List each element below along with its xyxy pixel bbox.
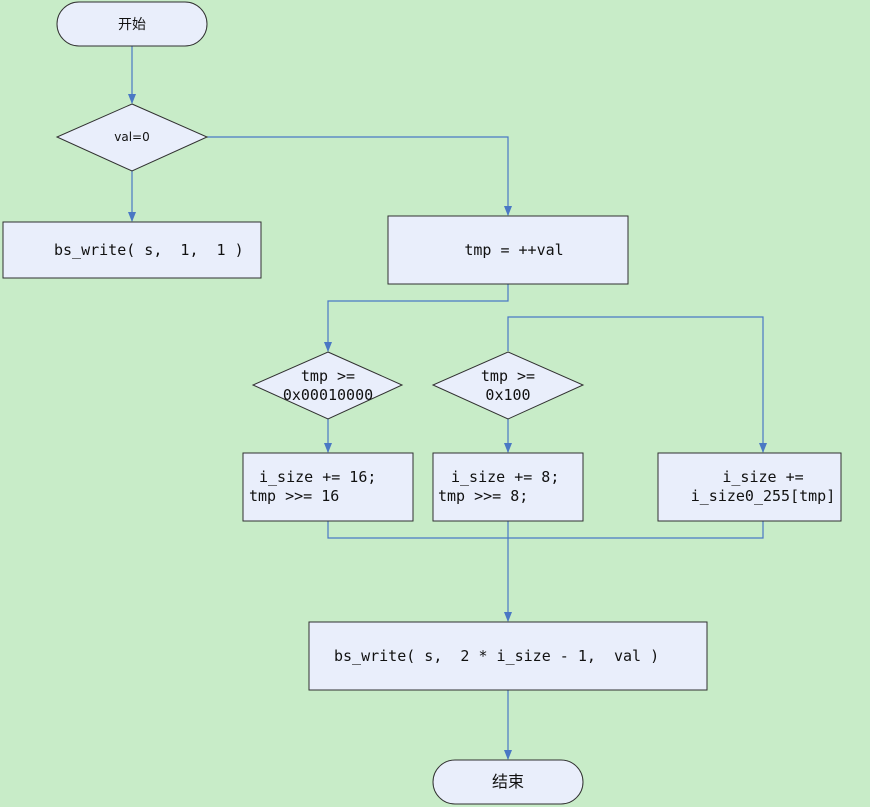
shift8-box[interactable]: i_size += 8; tmp >>= 8; xyxy=(432,452,584,522)
decision-mid[interactable]: tmp >= 0x100 xyxy=(431,351,585,420)
decision-mid-line1: tmp >= xyxy=(481,367,535,385)
decision-big-line1: tmp >= xyxy=(301,367,355,385)
start-label: 开始 xyxy=(118,17,146,33)
end-label: 结束 xyxy=(492,772,524,791)
tmp-increment-label: tmp = ++val xyxy=(464,241,563,259)
tmp-increment-box[interactable]: tmp = ++val xyxy=(387,215,629,285)
write-final-label: bs_write( s, 2 * i_size - 1, val ) xyxy=(334,647,659,665)
shift16-line1: i_size += 16; xyxy=(259,468,376,486)
edge-merge-bottom xyxy=(327,521,764,539)
lookup-line2: i_size0_255[tmp] xyxy=(691,487,836,505)
write-one-box[interactable]: bs_write( s, 1, 1 ) xyxy=(2,221,262,279)
shift8-line2: tmp >>= 8; xyxy=(438,487,528,505)
write-one-label: bs_write( s, 1, 1 ) xyxy=(54,241,244,259)
edge-tmp-to-decision-big xyxy=(324,284,509,352)
decision-val-zero-label: val=0 xyxy=(114,130,149,144)
decision-big[interactable]: tmp >= 0x00010000 xyxy=(251,351,404,420)
shift8-line1: i_size += 8; xyxy=(451,468,559,486)
edge-decision-no-to-tmp-inc xyxy=(207,136,512,216)
decision-val-zero[interactable]: val=0 xyxy=(55,103,209,172)
end-node[interactable]: 结束 xyxy=(432,759,584,805)
edge-loop-to-decision-mid xyxy=(507,316,767,453)
shift16-line2: tmp >>= 16 xyxy=(249,487,339,505)
decision-mid-line2: 0x100 xyxy=(485,386,530,404)
edges xyxy=(128,46,767,760)
start-node[interactable]: 开始 xyxy=(56,1,208,47)
shift16-box[interactable]: i_size += 16; tmp >>= 16 xyxy=(242,452,414,522)
write-final-box[interactable]: bs_write( s, 2 * i_size - 1, val ) xyxy=(308,621,708,691)
decision-big-line2: 0x00010000 xyxy=(283,386,373,404)
lookup-line1: i_size += xyxy=(722,468,803,486)
lookup-box[interactable]: i_size += i_size0_255[tmp] xyxy=(657,452,842,522)
